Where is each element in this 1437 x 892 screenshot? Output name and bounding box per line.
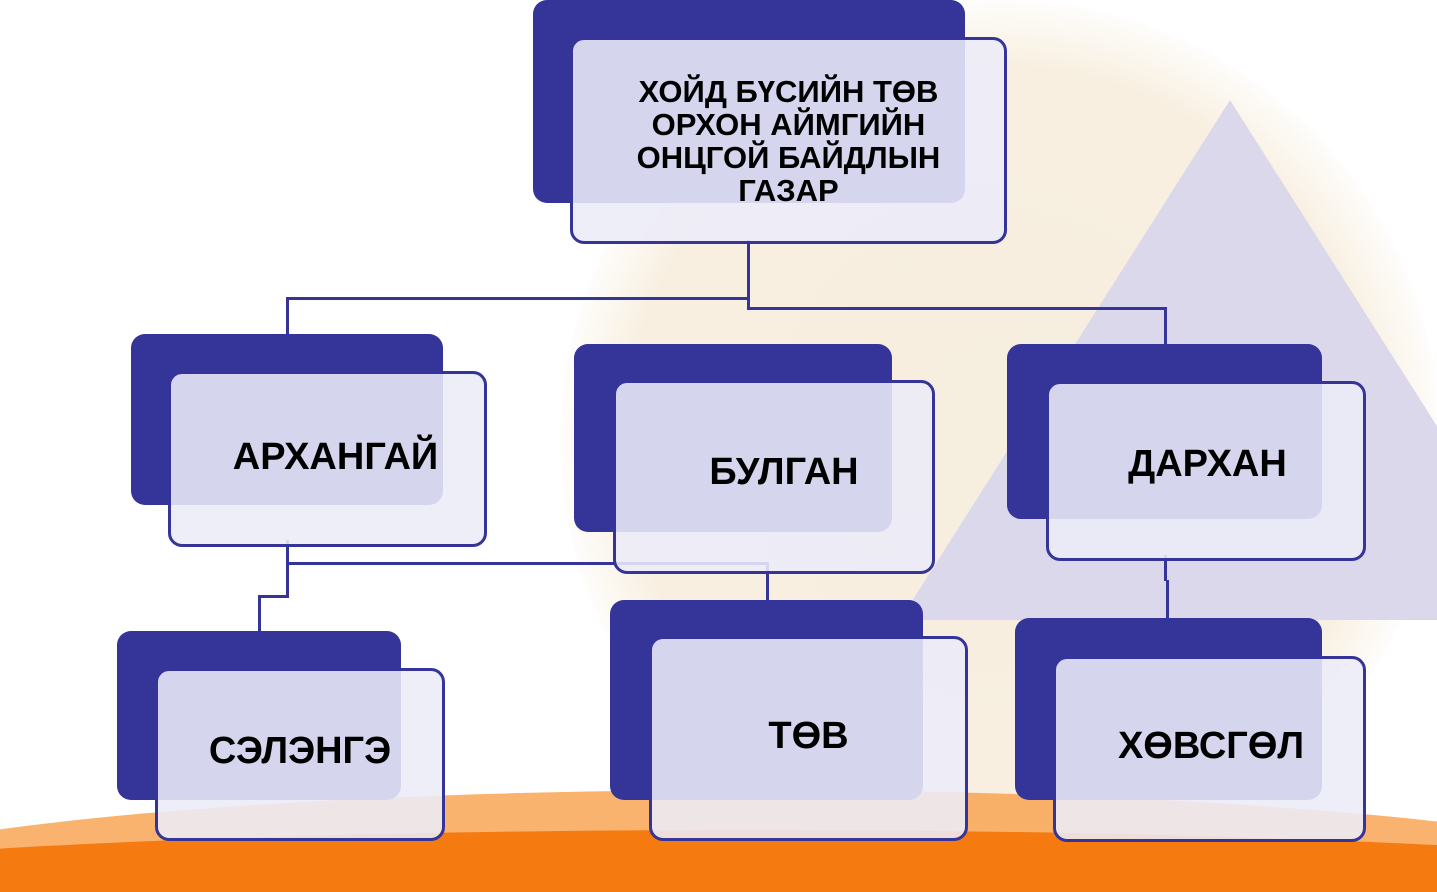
connector: [258, 595, 261, 633]
connector: [766, 562, 769, 602]
node-khovsgol: ХӨВСГӨЛ: [1053, 656, 1366, 842]
connector: [747, 307, 1167, 310]
node-label: БУЛГАН: [709, 450, 859, 493]
node-label: ТӨВ: [768, 715, 849, 757]
connector: [747, 240, 750, 310]
root-line: ОРХОН АЙМГИЙН: [651, 106, 926, 142]
connector: [286, 297, 289, 337]
node-label: АРХАНГАЙ: [232, 435, 439, 478]
node-label: СЭЛЭНГЭ: [208, 730, 392, 772]
node-label: ХӨВСГӨЛ: [1117, 724, 1305, 767]
node-darkhan: ДАРХАН: [1046, 381, 1366, 561]
connector: [1166, 580, 1169, 620]
connector: [258, 595, 289, 598]
node-tov: ТӨВ: [649, 636, 968, 841]
node-bulgan: БУЛГАН: [613, 380, 935, 574]
root-line: ХОЙД БҮСИЙН ТӨВ: [638, 73, 939, 109]
connector: [286, 297, 750, 300]
connector: [1164, 555, 1167, 581]
connector: [286, 540, 289, 598]
root-node: ХОЙД БҮСИЙН ТӨВ ОРХОН АЙМГИЙН ОНЦГОЙ БАЙ…: [570, 37, 1007, 244]
root-line: ГАЗАР: [738, 172, 839, 208]
connector: [286, 562, 769, 565]
connector: [1164, 307, 1167, 347]
node-arkhangai: АРХАНГАЙ: [168, 371, 487, 547]
node-selenge: СЭЛЭНГЭ: [155, 668, 445, 841]
root-line: ОНЦГОЙ БАЙДЛЫН: [636, 139, 941, 175]
root-node-label: ХОЙД БҮСИЙН ТӨВ ОРХОН АЙМГИЙН ОНЦГОЙ БАЙ…: [637, 75, 941, 207]
node-label: ДАРХАН: [1128, 442, 1287, 485]
